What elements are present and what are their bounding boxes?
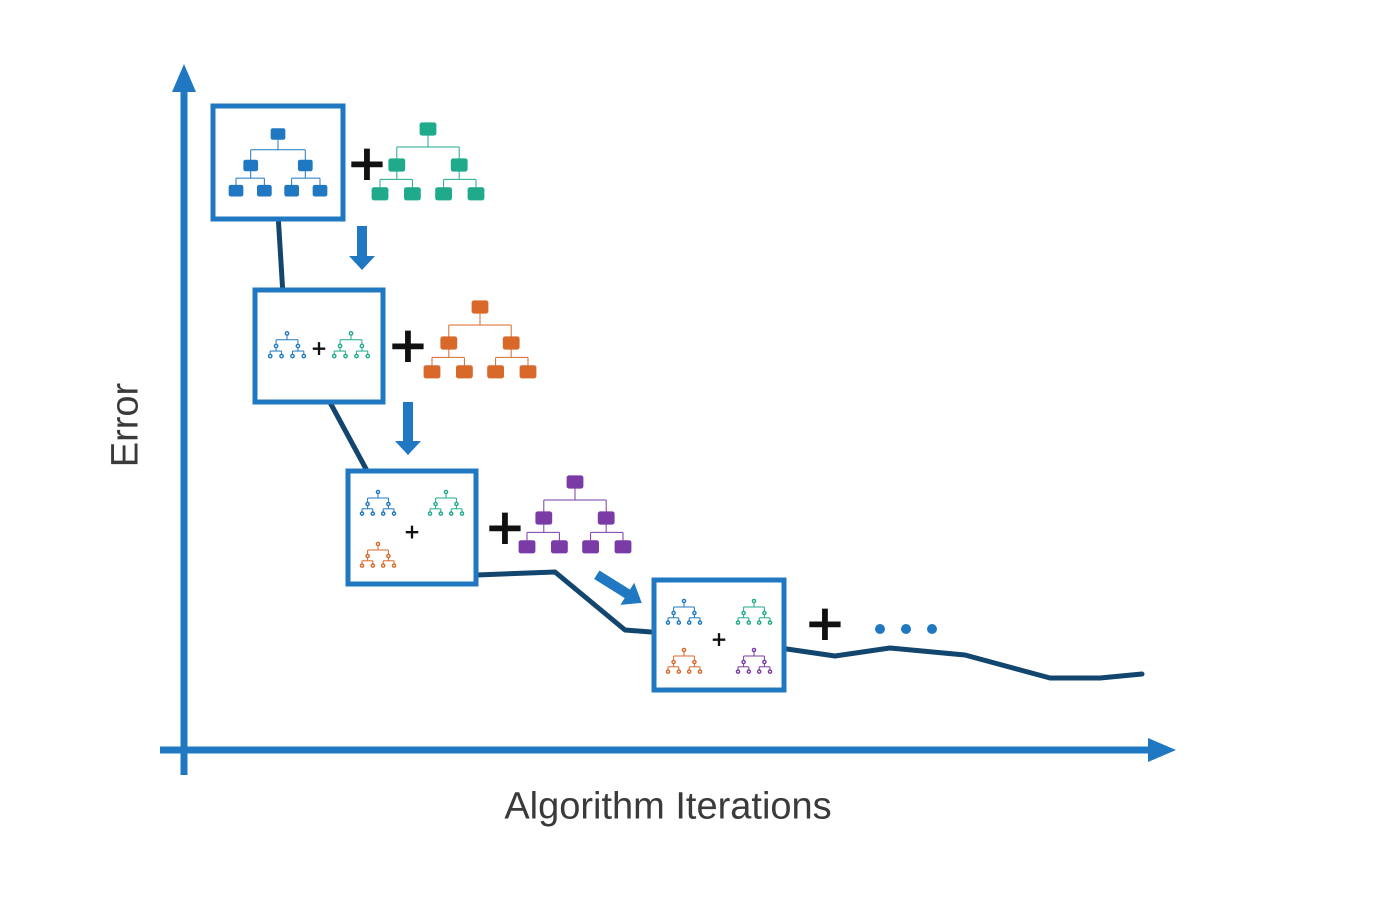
ensemble-tree-icon <box>267 331 307 359</box>
ensemble-box-1 <box>210 103 346 222</box>
y-axis-label: Error <box>104 382 147 468</box>
ensemble-tree-icon <box>735 647 773 674</box>
ensemble-box-4 <box>651 577 787 693</box>
y-axis-arrowhead <box>172 64 196 92</box>
flow-arrow-icon <box>395 402 421 455</box>
added-tree-icon <box>423 300 537 379</box>
ensemble-box-3 <box>345 468 479 587</box>
added-tree-icon <box>518 475 632 554</box>
x-axis-label: Algorithm Iterations <box>504 785 832 828</box>
continuation-dot <box>875 624 885 634</box>
ensemble-tree-icon <box>427 489 465 516</box>
ensemble-tree-icon <box>359 541 397 568</box>
continuation-dot <box>927 624 937 634</box>
ensemble-tree-icon <box>228 128 328 197</box>
plus-icon: + <box>404 520 421 544</box>
continuation-dot <box>901 624 911 634</box>
flow-arrow-icon <box>594 570 642 605</box>
ensemble-tree-icon <box>359 489 397 516</box>
plus-icon: + <box>346 134 388 192</box>
x-axis-arrowhead <box>1148 738 1176 762</box>
added-tree-icon <box>371 122 485 201</box>
ensemble-tree-icon <box>331 331 371 359</box>
plus-icon: + <box>711 627 728 651</box>
ensemble-tree-icon <box>665 598 703 625</box>
ensemble-tree-icon <box>735 598 773 625</box>
plus-icon: + <box>387 316 429 374</box>
plus-icon: + <box>804 594 846 652</box>
plus-icon: + <box>311 336 328 360</box>
flow-arrow-icon <box>349 226 375 270</box>
ensemble-tree-icon <box>665 647 703 674</box>
